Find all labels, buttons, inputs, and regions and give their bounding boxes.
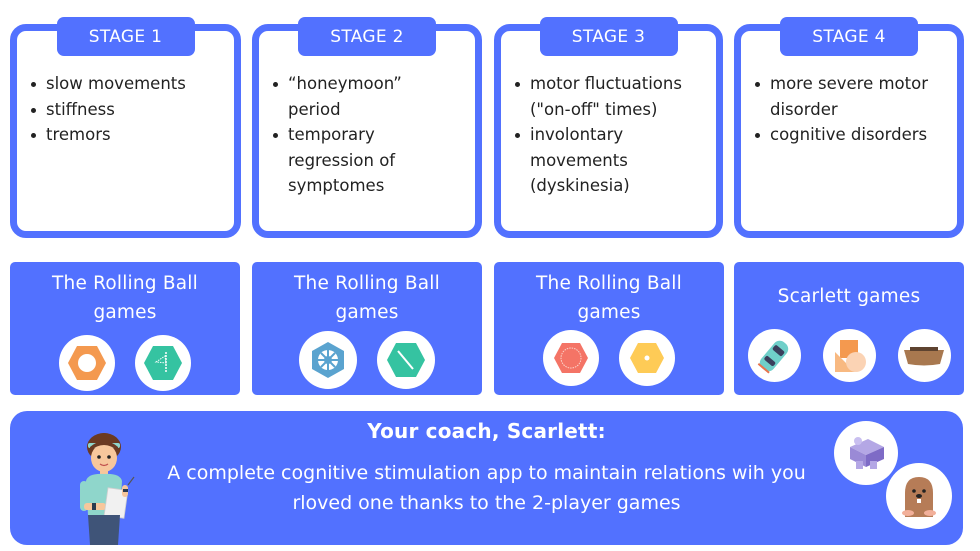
game-box-1: The Rolling Ball games <box>10 262 240 395</box>
symptom-item: temporary regression of symptomes <box>267 122 435 199</box>
game-title: Scarlett games <box>777 286 921 307</box>
symptom-item: cognitive disorders <box>749 122 955 148</box>
green-hexagon-flag-game-icon[interactable] <box>135 335 191 391</box>
scarlett-coach-avatar <box>78 433 148 549</box>
stage-badge: STAGE 2 <box>298 17 436 56</box>
coach-description: A complete cognitive stimulation app to … <box>167 462 806 514</box>
orange-hexagon-ring-game-icon[interactable] <box>59 335 115 391</box>
coach-banner: Your coach, Scarlett: A complete cogniti… <box>10 411 963 545</box>
game-box-4: Scarlett games <box>734 262 964 395</box>
symptom-item: more severe motor disorder <box>749 71 955 122</box>
symptom-item: motor fluctuations ("on-off" times) <box>509 71 710 122</box>
purple-block-game-icon[interactable] <box>834 421 898 485</box>
symptom-item: slow movements <box>25 71 228 97</box>
stage-badge: STAGE 3 <box>539 17 678 56</box>
stage-badge: STAGE 1 <box>56 17 195 56</box>
stage-card-2: STAGE 2 “honeymoon” period temporary reg… <box>252 17 482 238</box>
mole-game-icon[interactable] <box>886 463 952 529</box>
symptom-item: involontary movements (dyskinesia) <box>509 122 710 199</box>
stage-card-1: STAGE 1 slow movements stiffness tremors <box>10 17 241 238</box>
stage-badge: STAGE 4 <box>780 17 918 56</box>
stage-card-4: STAGE 4 more severe motor disorder cogni… <box>734 17 964 238</box>
game-box-3: The Rolling Ball games <box>494 262 724 395</box>
ark-game-icon[interactable] <box>897 329 951 382</box>
blue-hexagon-wheel-game-icon[interactable] <box>299 331 357 389</box>
yellow-hexagon-dot-game-icon[interactable] <box>619 330 675 386</box>
game-title: The Rolling Ball games <box>294 273 440 323</box>
game-box-2: The Rolling Ball games <box>252 262 482 395</box>
symptom-item: stiffness <box>25 97 228 123</box>
symptom-list: “honeymoon” period temporary regression … <box>267 71 435 199</box>
green-hexagon-line-game-icon[interactable] <box>377 331 435 389</box>
stage-card-3: STAGE 3 motor fluctuations ("on-off" tim… <box>494 17 723 238</box>
symptom-item: tremors <box>25 122 228 148</box>
car-game-icon[interactable] <box>747 329 801 382</box>
symptom-list: slow movements stiffness tremors <box>25 71 228 148</box>
shapes-game-icon[interactable] <box>822 329 876 382</box>
symptom-item: “honeymoon” period <box>267 71 435 122</box>
symptom-list: motor fluctuations ("on-off" times) invo… <box>509 71 710 199</box>
game-title: The Rolling Ball games <box>52 273 198 323</box>
game-title: The Rolling Ball games <box>536 273 682 323</box>
red-hexagon-circle-game-icon[interactable] <box>543 330 599 386</box>
coach-title: Your coach, Scarlett: <box>367 419 606 443</box>
symptom-list: more severe motor disorder cognitive dis… <box>749 71 955 148</box>
